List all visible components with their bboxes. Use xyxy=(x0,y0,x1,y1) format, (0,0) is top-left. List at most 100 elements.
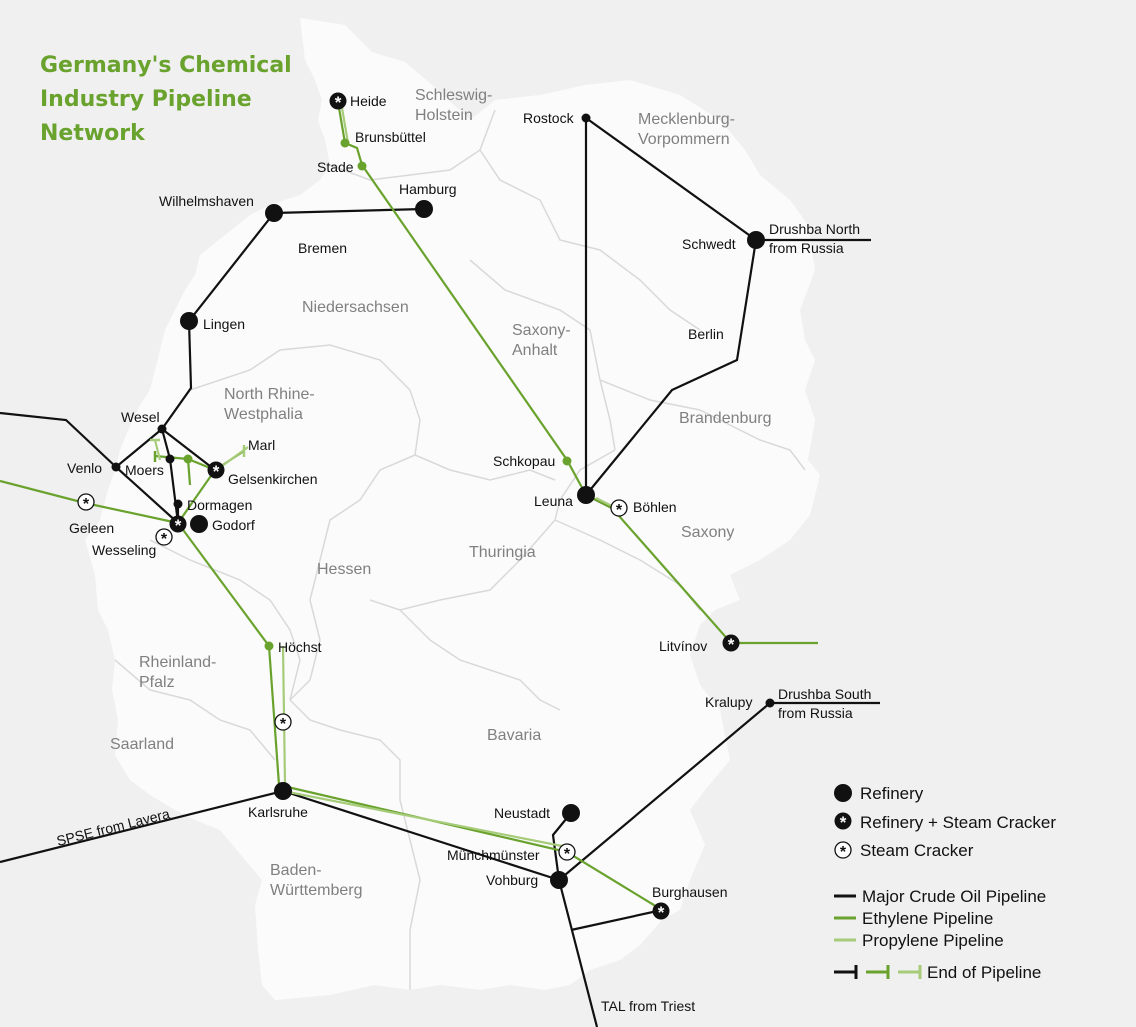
label-stade: Stade xyxy=(317,159,354,175)
germany-landmass xyxy=(85,18,820,1000)
svg-text:*: * xyxy=(728,635,735,654)
label-moers: Moers xyxy=(125,462,164,478)
svg-text:*: * xyxy=(175,516,182,535)
refinery-lingen xyxy=(180,312,198,330)
region-mecklenburg-1: Mecklenburg- xyxy=(638,111,735,128)
label-heide: Heide xyxy=(350,93,387,109)
label-godorf: Godorf xyxy=(212,517,255,533)
label-boehlen: Böhlen xyxy=(633,499,677,515)
hoechst-dot xyxy=(264,641,274,651)
region-saxony-anhalt-1: Saxony- xyxy=(512,322,571,339)
legend-refinery-label: Refinery xyxy=(860,784,924,803)
region-saxony: Saxony xyxy=(681,524,734,541)
label-wesel: Wesel xyxy=(121,409,160,425)
steam-cracker-ludwigshafen: * xyxy=(274,713,292,733)
legend-propylene-label: Propylene Pipeline xyxy=(862,931,1004,950)
steam-cracker-geleen: * xyxy=(77,493,95,513)
label-marl: Marl xyxy=(248,437,275,453)
refinery-godorf xyxy=(190,515,208,533)
stade-dot xyxy=(357,161,367,171)
region-thuringia: Thuringia xyxy=(469,544,536,561)
refineries xyxy=(180,200,765,889)
legend-end-of-pipeline-icon xyxy=(834,965,922,979)
kralupy-dot xyxy=(765,698,775,708)
steam-cracker-wesseling-south: * xyxy=(155,528,173,548)
legend-ethylene-label: Ethylene Pipeline xyxy=(862,909,993,928)
label-venlo: Venlo xyxy=(67,460,102,476)
brunsbuettel-dot xyxy=(340,138,350,148)
legend-refinery-cracker-label: Refinery + Steam Cracker xyxy=(860,813,1056,832)
svg-text:*: * xyxy=(840,813,847,832)
moers-green-dot xyxy=(183,454,193,464)
region-saxony-anhalt-2: Anhalt xyxy=(512,342,558,359)
refinery-cracker-gelsenkirchen: * xyxy=(207,461,225,481)
junction-dots xyxy=(111,113,775,708)
label-schwedt: Schwedt xyxy=(682,236,736,252)
refinery-crackers: * * * * * xyxy=(169,92,740,922)
refinery-cracker-burghausen: * xyxy=(652,902,670,922)
label-brunsbuettel: Brunsbüttel xyxy=(355,129,426,145)
refinery-cracker-heide: * xyxy=(329,92,347,112)
venlo-dot xyxy=(111,462,121,472)
label-litvinov: Litvínov xyxy=(659,638,707,654)
region-saarland: Saarland xyxy=(110,736,174,753)
svg-text:*: * xyxy=(840,844,847,861)
schkopau-dot xyxy=(562,456,572,466)
map-title-line-1: Germany's Chemical xyxy=(40,53,292,78)
region-schleswig-2: Holstein xyxy=(415,107,473,124)
svg-text:*: * xyxy=(83,496,90,513)
label-neustadt: Neustadt xyxy=(494,805,550,821)
state-borders xyxy=(114,109,806,990)
svg-text:*: * xyxy=(658,903,665,922)
label-dormagen: Dormagen xyxy=(187,497,252,513)
label-rostock: Rostock xyxy=(523,110,575,126)
steam-cracker-boehlen: * xyxy=(610,499,628,519)
region-baden-1: Baden- xyxy=(270,862,322,879)
label-gelsenkirchen: Gelsenkirchen xyxy=(228,471,318,487)
label-drushba-south-2: from Russia xyxy=(778,705,853,721)
region-nrw-2: Westphalia xyxy=(224,406,303,423)
label-kralupy: Kralupy xyxy=(705,694,752,710)
region-mecklenburg-2: Vorpommern xyxy=(638,131,730,148)
label-karlsruhe: Karlsruhe xyxy=(248,804,308,820)
svg-text:*: * xyxy=(335,93,342,112)
refinery-karlsruhe xyxy=(274,782,292,800)
refinery-hamburg xyxy=(415,200,433,218)
region-rheinland-2: Pfalz xyxy=(139,674,175,691)
label-hamburg: Hamburg xyxy=(399,181,457,197)
region-baden-2: Württemberg xyxy=(270,882,362,899)
svg-text:*: * xyxy=(616,502,623,519)
label-spse: SPSE from Lavera xyxy=(55,805,172,849)
region-rheinland-1: Rheinland- xyxy=(139,654,216,671)
legend-refinery-icon xyxy=(834,784,852,802)
steam-crackers: * * * * * xyxy=(77,493,628,863)
label-drushba-north-1: Drushba North xyxy=(769,221,860,237)
refinery-leuna xyxy=(577,486,595,504)
region-brandenburg: Brandenburg xyxy=(679,410,772,427)
legend-end-label: End of Pipeline xyxy=(927,963,1041,982)
pipeline-end-marks xyxy=(150,438,246,462)
region-niedersachsen: Niedersachsen xyxy=(302,299,409,316)
region-bavaria: Bavaria xyxy=(487,727,541,744)
label-vohburg: Vohburg xyxy=(486,872,538,888)
refinery-cracker-litvinov: * xyxy=(722,634,740,654)
label-drushba-south-1: Drushba South xyxy=(778,686,871,702)
map-title-line-3: Network xyxy=(40,121,146,146)
rostock-dot xyxy=(581,113,591,123)
legend-cracker-icon: * xyxy=(834,841,852,861)
label-muenchmuenster: Münchmünster xyxy=(447,847,540,863)
label-wilhelmshaven: Wilhelmshaven xyxy=(159,193,254,209)
legend-refinery-cracker-icon: * xyxy=(834,812,852,832)
label-hoechst: Höchst xyxy=(278,639,322,655)
region-hessen: Hessen xyxy=(317,561,371,578)
refinery-vohburg xyxy=(550,871,568,889)
refinery-cracker-wesseling: * xyxy=(169,515,187,535)
moers-dot xyxy=(165,454,175,464)
legend: Refinery * Refinery + Steam Cracker * St… xyxy=(834,784,1056,982)
svg-text:*: * xyxy=(213,462,220,481)
label-wesseling: Wesseling xyxy=(92,542,156,558)
map-title-line-2: Industry Pipeline xyxy=(40,87,252,112)
label-tal: TAL from Triest xyxy=(601,998,695,1014)
wesel-dot xyxy=(157,424,167,434)
